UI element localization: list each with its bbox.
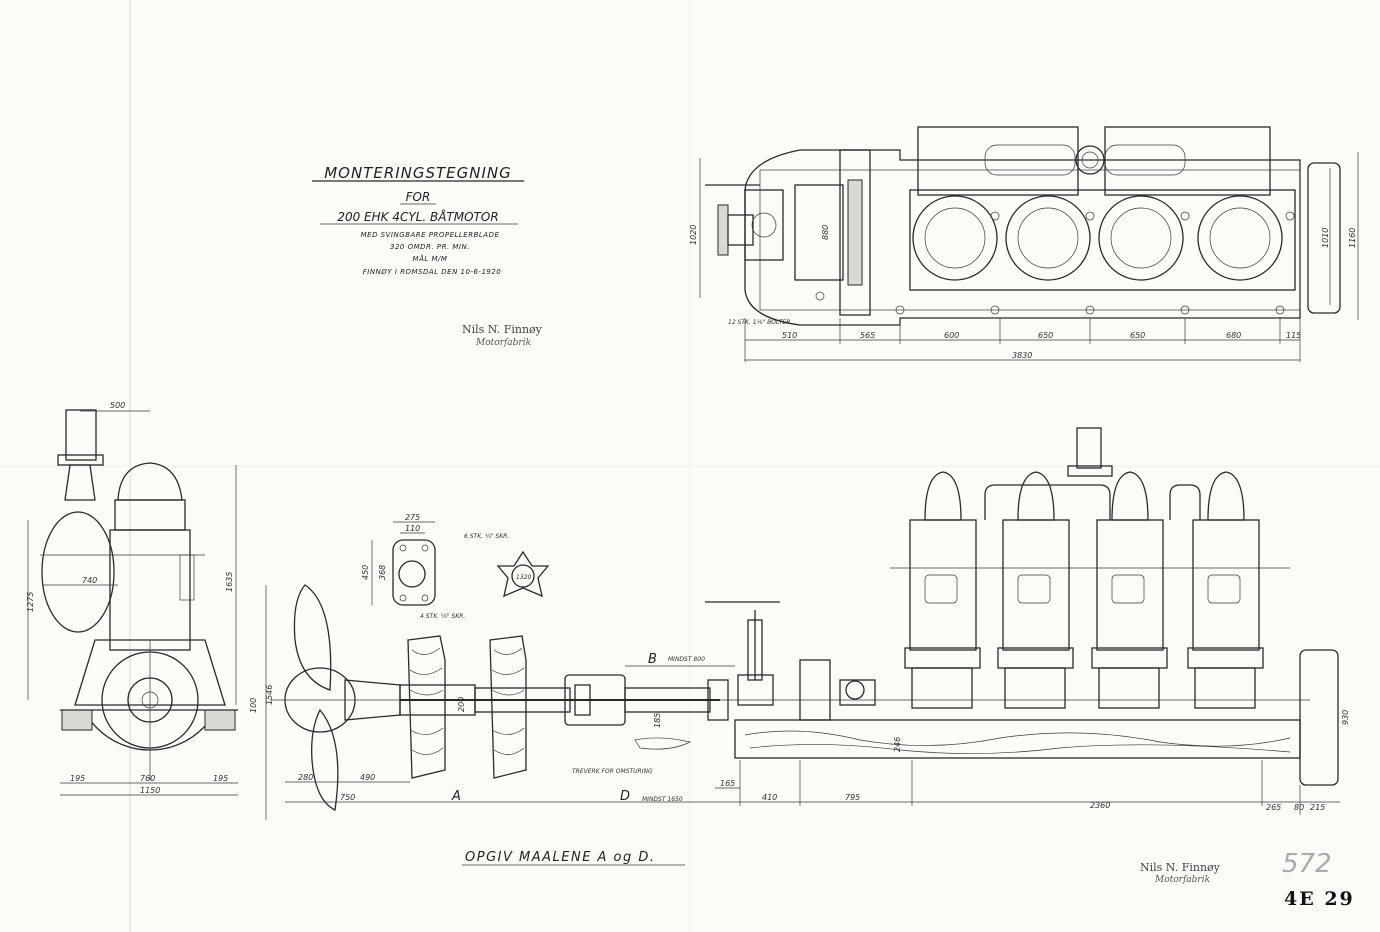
plan-dim-v1: 1020: [689, 225, 698, 245]
end-dim-1635: 1635: [225, 572, 234, 592]
wood-block-1: [407, 635, 446, 779]
title-line-4: MED SVINGBARE PROPELLERBLADE: [361, 231, 500, 239]
end-dim-1275: 1275: [26, 592, 35, 612]
side-dim-80: 80: [1294, 803, 1304, 812]
plan-dim-v3: 1010: [1321, 228, 1330, 248]
side-shaft-dia: 200: [457, 697, 466, 712]
end-dim-195b: 195: [213, 774, 228, 783]
side-letter-D: D: [620, 789, 630, 804]
plan-cylinders: [912, 195, 1283, 281]
side-wood-note: TREVERK FOR OMSTURING: [572, 768, 653, 775]
plan-bolt-note: 12 STK. 1⅛" BOLTER: [728, 319, 790, 326]
coupling-dim-110: 110: [405, 524, 420, 533]
coupling-hub-label: 1320: [516, 574, 531, 581]
plan-dim-3: 600: [944, 331, 959, 340]
side-dim-215: 215: [1310, 803, 1325, 812]
side-height-1546: 1546: [265, 685, 274, 705]
wood-block-2: [489, 635, 527, 779]
sheet-number-pencil: 572: [1282, 849, 1332, 879]
title-line-7: FINNØY I ROMSDAL DEN 10-6-1920: [363, 268, 502, 276]
title-line-6: MÅL M/M: [413, 254, 448, 263]
side-dim-750: 750: [340, 793, 355, 802]
side-shaft-small: 185: [653, 713, 662, 728]
coupling-dim-275: 275: [405, 513, 420, 522]
plan-dim-7: 115: [1286, 331, 1301, 340]
plan-dim-5: 650: [1130, 331, 1145, 340]
side-dim-930: 930: [1341, 710, 1350, 725]
maker-stamp-top: Nils N. Finnøy Motorfabrik: [462, 323, 543, 348]
end-dim-500: 500: [110, 401, 125, 410]
end-dim-100: 100: [249, 698, 258, 713]
coupling-detail: 275 110 450 368 4 STK. ⅝" SKR. 1320 6 ST…: [361, 513, 550, 620]
side-dim-410: 410: [762, 793, 777, 802]
title-line-1: MONTERINGSTEGNING: [324, 164, 512, 182]
plan-dim-overall: 3830: [1012, 351, 1032, 360]
plan-dim-4: 650: [1038, 331, 1053, 340]
side-dim-165: 165: [720, 779, 735, 788]
side-cylinders: [904, 471, 1264, 709]
side-dim-490: 490: [360, 773, 375, 782]
side-dim-265: 265: [1266, 803, 1281, 812]
end-dim-760: 760: [140, 774, 155, 783]
side-dim-246: 246: [893, 737, 902, 752]
plan-dim-6: 680: [1226, 331, 1241, 340]
side-dim-795: 795: [845, 793, 860, 802]
side-dim-280: 280: [298, 773, 313, 782]
stamp-top-name: Nils N. Finnøy: [462, 323, 543, 336]
side-letter-A: A: [451, 789, 461, 804]
end-dim-195a: 195: [70, 774, 85, 783]
stamp-top-sub: Motorfabrik: [475, 338, 531, 348]
stamp-bottom-name: Nils N. Finnøy: [1140, 861, 1221, 874]
title-line-3: 200 EHK 4CYL. BÅTMOTOR: [337, 209, 498, 224]
maker-stamp-bottom: Nils N. Finnøy Motorfabrik: [1140, 861, 1221, 885]
side-dim-2360: 2360: [1090, 801, 1110, 810]
side-label-D: MINDST 1650: [642, 796, 683, 803]
plan-dim-v4: 1160: [1348, 228, 1357, 248]
plan-dim-v2: 880: [821, 225, 830, 240]
footer-note: OPGIV MAALENE A og D.: [465, 850, 656, 865]
plan-dim-1: 510: [782, 331, 797, 340]
end-view: 500 740 1275 1635 100 195 760 195 1150: [26, 401, 258, 796]
end-dim-740: 740: [82, 576, 97, 585]
side-letter-B: B: [648, 652, 657, 667]
plan-view: 510 565 600 650 650 680 115 3830 12 STK.…: [689, 126, 1359, 362]
plan-dim-2: 565: [860, 331, 875, 340]
drawing-number: 4E 29: [1284, 888, 1355, 910]
coupling-dim-368: 368: [378, 565, 387, 580]
side-label-B: MINDST 800: [668, 656, 705, 663]
title-line-2: FOR: [406, 190, 431, 204]
coupling-dim-450: 450: [361, 565, 370, 580]
plan-bolts: [815, 211, 1295, 315]
coupling-note-bolts: 4 STK. ⅝" SKR.: [420, 613, 465, 620]
coupling-note-screws: 6 STK. ¾" SKR.: [464, 533, 509, 540]
title-line-5: 320 OMDR. PR. MIN.: [390, 243, 470, 251]
end-dim-1150: 1150: [140, 786, 160, 795]
side-view: TREVERK FOR OMSTURING 200 185: [265, 427, 1350, 820]
stamp-bottom-sub: Motorfabrik: [1154, 875, 1210, 885]
title-block: MONTERINGSTEGNING FOR 200 EHK 4CYL. BÅTM…: [312, 164, 524, 276]
